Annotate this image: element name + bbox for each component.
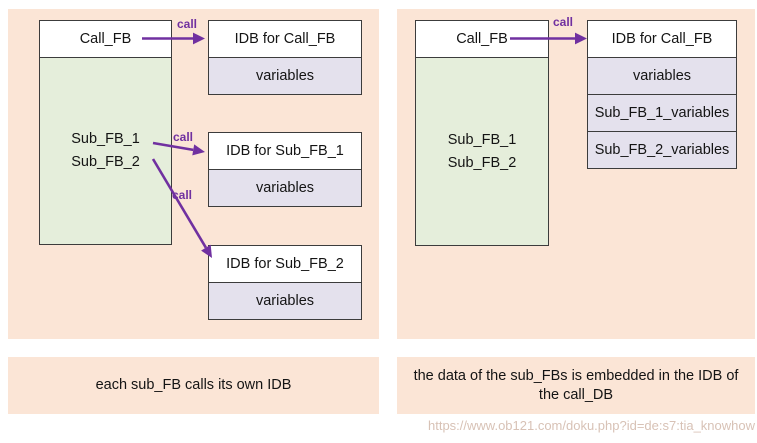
right-caption-line-1: the data of the sub_FBs is embedded in t… bbox=[413, 367, 739, 384]
idb-sub-fb-1-variables-embedded: Sub_FB_1_variables bbox=[588, 94, 736, 131]
idb-sub-fb-2-title: IDB for Sub_FB_2 bbox=[209, 246, 361, 283]
call-label-right: call bbox=[553, 15, 574, 29]
left-caption: each sub_FB calls its own IDB bbox=[8, 357, 379, 414]
idb-sub-fb-1-block: IDB for Sub_FB_1 variables bbox=[208, 132, 362, 207]
left-caption-text: each sub_FB calls its own IDB bbox=[95, 377, 292, 393]
idb-combined-variables-row: variables bbox=[588, 58, 736, 94]
idb-call-fb-block: IDB for Call_FB variables bbox=[208, 20, 362, 95]
idb-call-fb-title: IDB for Call_FB bbox=[209, 21, 361, 58]
left-sub-fb-2-label: Sub_FB_2 bbox=[71, 154, 140, 170]
right-sub-fb-2-label: Sub_FB_2 bbox=[447, 154, 517, 171]
right-caption: the data of the sub_FBs is embedded in t… bbox=[397, 357, 755, 414]
call-label-2: call bbox=[173, 130, 194, 144]
source-url: https://www.ob121.com/doku.php?id=de:s7:… bbox=[427, 418, 755, 433]
left-sub-fb-1-label: Sub_FB_1 bbox=[71, 131, 140, 147]
idb-combined-block: IDB for Call_FB variables Sub_FB_1_varia… bbox=[587, 20, 737, 169]
idb-call-fb-variables-row: variables bbox=[209, 58, 361, 94]
idb-combined-title: IDB for Call_FB bbox=[588, 21, 736, 58]
idb-sub-fb-2-block: IDB for Sub_FB_2 variables bbox=[208, 245, 362, 320]
left-diagram-panel: Call_FB Sub_FB_1 Sub_FB_2 IDB for Call_F… bbox=[8, 9, 379, 339]
call-label-1: call bbox=[177, 17, 198, 31]
idb-sub-fb-1-title: IDB for Sub_FB_1 bbox=[209, 133, 361, 170]
right-call-fb-title: Call_FB bbox=[416, 21, 548, 58]
right-call-fb-body: Sub_FB_1 Sub_FB_2 bbox=[416, 58, 548, 245]
right-sub-fb-1-label: Sub_FB_1 bbox=[447, 131, 517, 148]
left-call-fb-block: Call_FB Sub_FB_1 Sub_FB_2 bbox=[39, 20, 172, 245]
left-call-fb-title: Call_FB bbox=[40, 21, 171, 58]
right-caption-line-2: the call_DB bbox=[538, 386, 614, 403]
idb-sub-fb-2-variables-embedded: Sub_FB_2_variables bbox=[588, 131, 736, 168]
right-call-fb-block: Call_FB Sub_FB_1 Sub_FB_2 bbox=[415, 20, 549, 246]
idb-sub-fb-2-variables-row: variables bbox=[209, 283, 361, 319]
idb-sub-fb-1-variables-row: variables bbox=[209, 170, 361, 206]
right-diagram-panel: Call_FB Sub_FB_1 Sub_FB_2 IDB for Call_F… bbox=[397, 9, 755, 339]
call-label-3: call bbox=[172, 188, 193, 202]
left-call-fb-body: Sub_FB_1 Sub_FB_2 bbox=[40, 58, 171, 244]
